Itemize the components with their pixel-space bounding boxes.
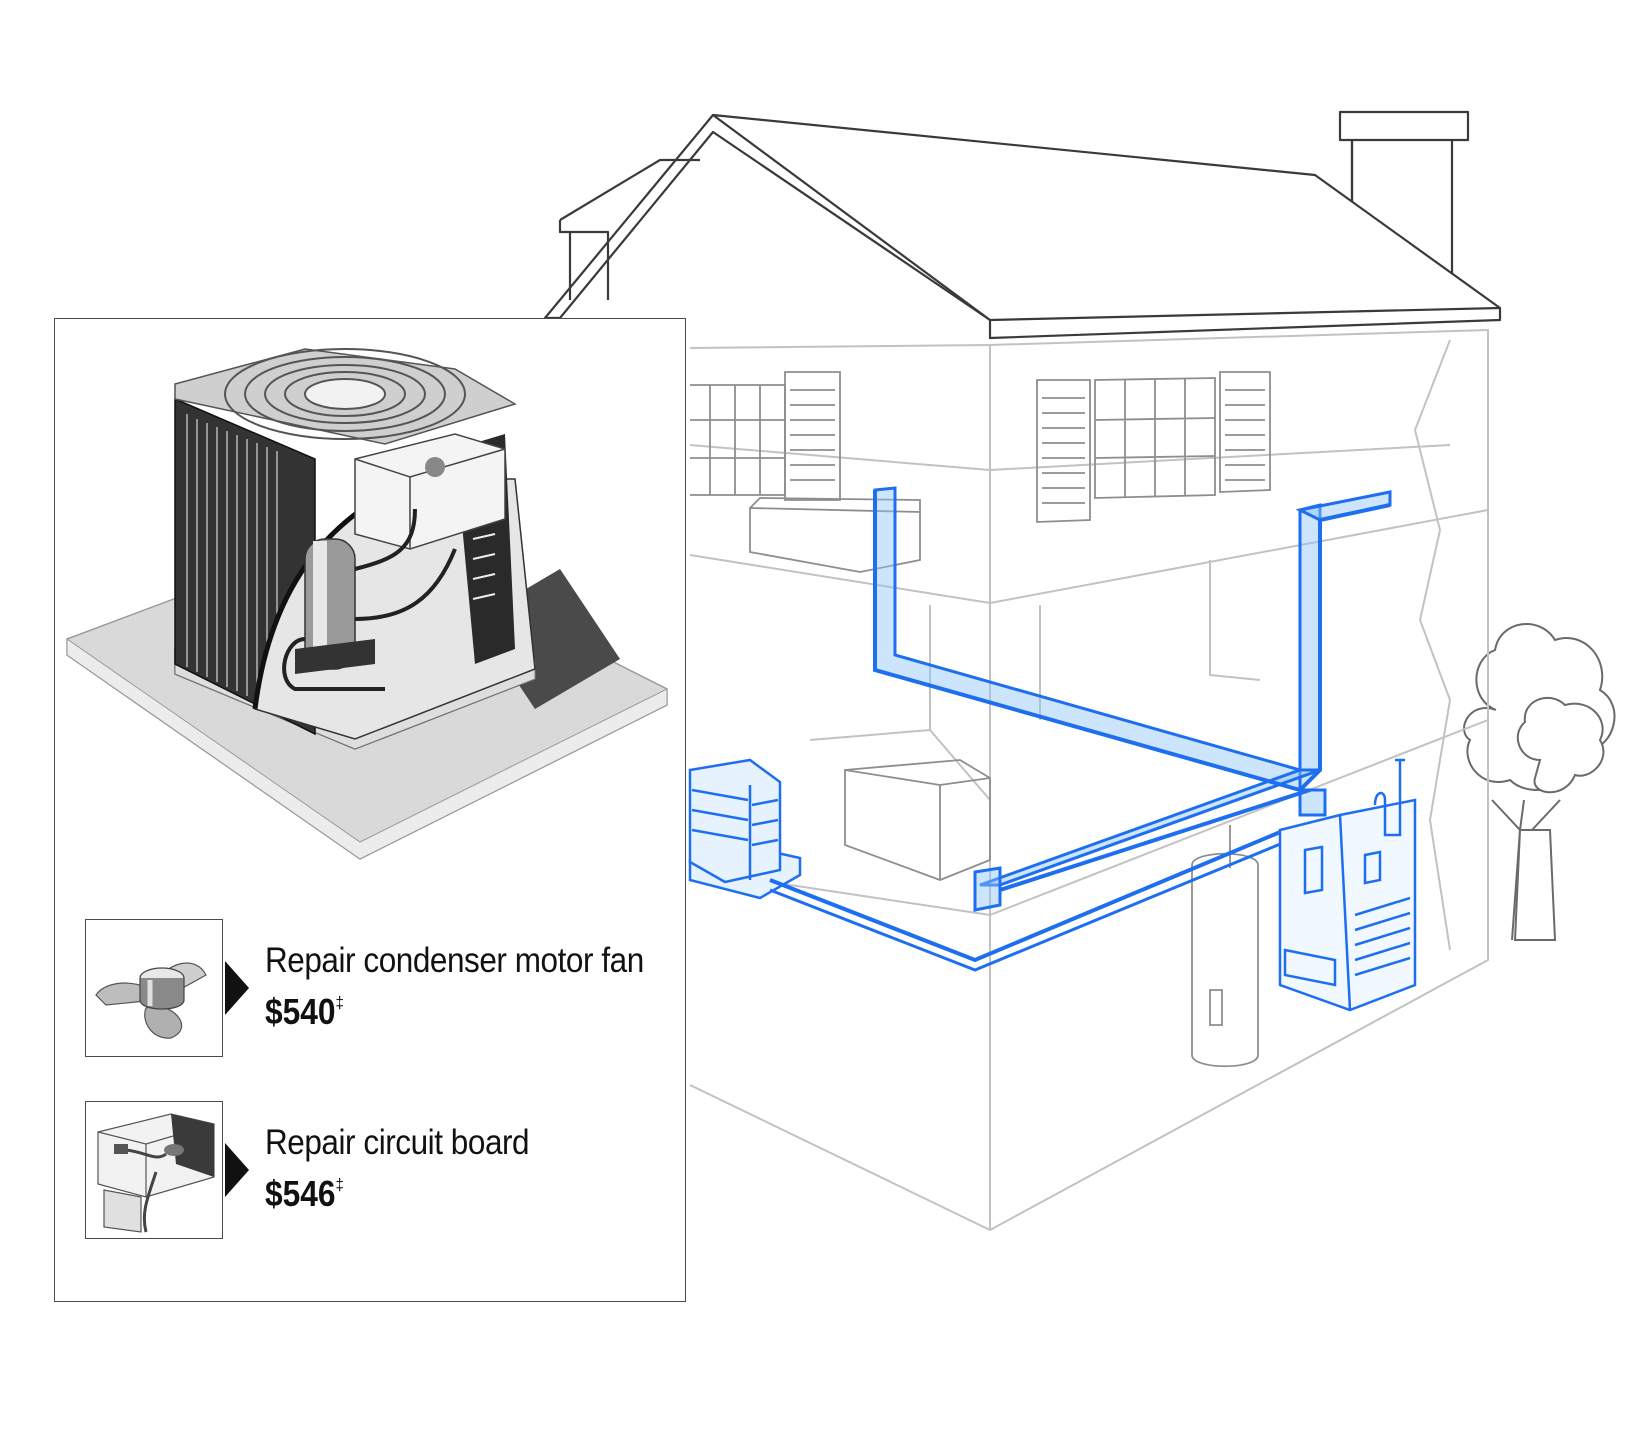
repair-label: Repair circuit board: [265, 1123, 530, 1162]
pointer-arrow-icon: [225, 1143, 249, 1197]
repair-item-condenser-fan: Repair condenser motor fan $540‡: [85, 919, 665, 1059]
refrigerant-line: [769, 828, 1286, 963]
roof: [543, 113, 1502, 340]
repair-price: $540‡: [265, 991, 344, 1032]
house-walls: [689, 329, 1489, 1231]
condenser-fan-icon: [85, 919, 223, 1057]
pointer-arrow-icon: [225, 961, 249, 1015]
furnace-unit: [1278, 758, 1417, 1012]
repair-price: $546‡: [265, 1173, 344, 1214]
fan-grille-icon: [224, 348, 466, 440]
outdoor-condenser-unit: [688, 758, 802, 900]
repair-label: Repair condenser motor fan: [265, 941, 644, 980]
supply-ductwork: [873, 486, 1392, 912]
repair-item-circuit-board: Repair circuit board $546‡: [85, 1101, 665, 1241]
compressor: [295, 538, 375, 674]
ac-condenser-cutaway-illustration: [66, 348, 668, 860]
repair-inset-panel: Repair condenser motor fan $540‡ Repair …: [54, 318, 686, 1302]
circuit-board-icon: [85, 1101, 223, 1239]
tree-icon: [1463, 623, 1616, 941]
